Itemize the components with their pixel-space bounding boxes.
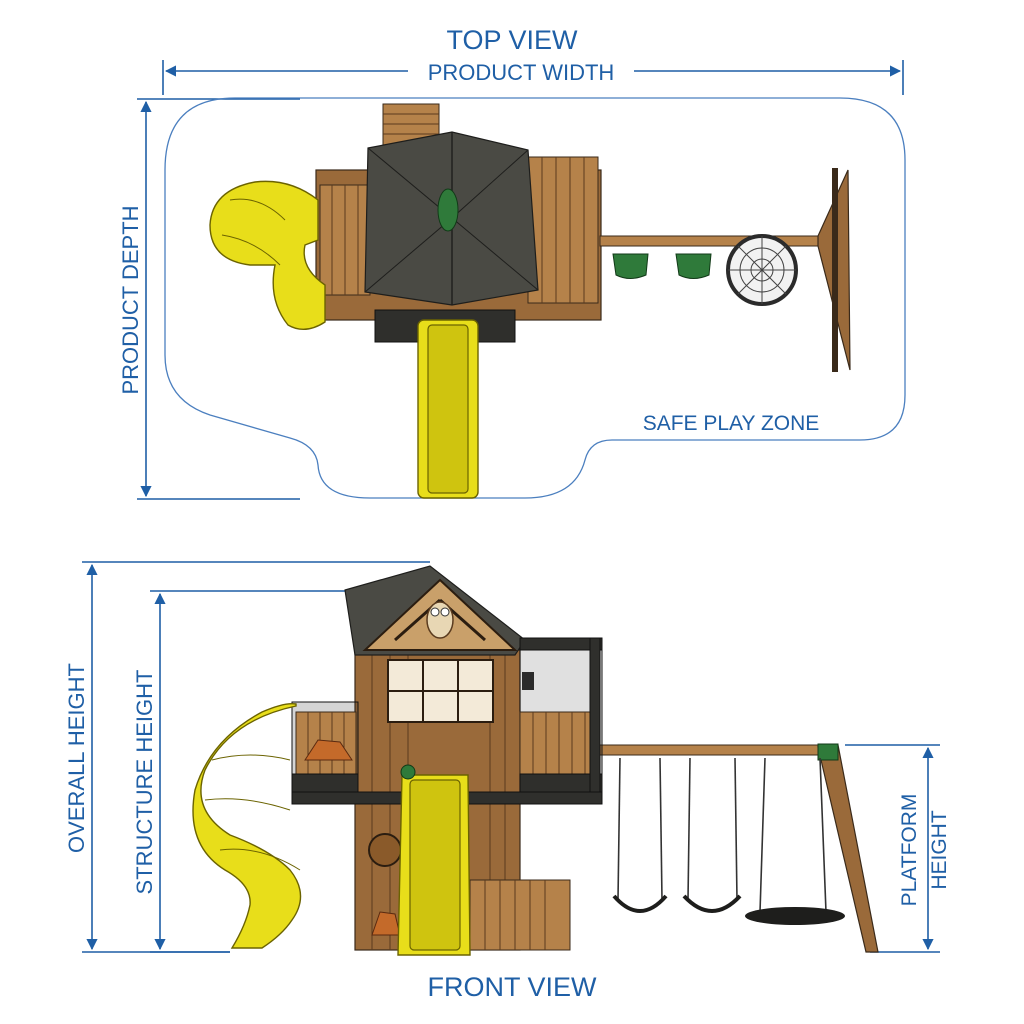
swing-beam-top [599, 235, 831, 247]
roof-vent [437, 188, 459, 232]
top-view: TOP VIEW PRODUCT WIDTH PRODUCT DEPTH SAF… [118, 25, 906, 500]
belt-swing-2-front [682, 894, 742, 913]
overall-height-dimension: OVERALL HEIGHT [64, 561, 430, 953]
belt-swing-2-top [675, 253, 712, 279]
belt-swing-1-top [612, 253, 649, 279]
fox-decoration-ground [371, 911, 401, 936]
top-view-playset [209, 103, 851, 499]
platform-height-dimension: PLATFORM HEIGHT [845, 744, 951, 953]
front-view: OVERALL HEIGHT STRUCTURE HEIGHT PLATFORM… [64, 561, 951, 1002]
front-view-playset [192, 565, 879, 956]
tube-slide-top [209, 180, 326, 330]
platform-height-label-line2: HEIGHT [928, 810, 951, 890]
structure-height-dimension: STRUCTURE HEIGHT [132, 590, 345, 953]
fox-decoration-balcony [304, 739, 353, 761]
front-view-title: FRONT VIEW [427, 972, 597, 1002]
lantern [522, 672, 534, 690]
overall-height-label: OVERALL HEIGHT [64, 663, 89, 853]
product-depth-label: PRODUCT DEPTH [118, 205, 143, 394]
swing-beam-front [597, 744, 839, 756]
porthole-window [368, 833, 402, 867]
safe-play-zone-label: SAFE PLAY ZONE [643, 412, 820, 435]
tube-slide-front [192, 702, 302, 949]
top-view-title: TOP VIEW [446, 25, 578, 55]
lower-railing [469, 879, 571, 951]
belt-swing-1-front [612, 894, 668, 913]
web-swing-top [726, 234, 798, 306]
product-width-label: PRODUCT WIDTH [428, 60, 615, 85]
product-depth-dimension: PRODUCT DEPTH [118, 98, 300, 500]
structure-height-label: STRUCTURE HEIGHT [132, 670, 157, 895]
owl-decoration [426, 601, 454, 639]
web-swing-front [745, 907, 845, 925]
product-width-dimension: PRODUCT WIDTH [162, 60, 904, 95]
platform-height-label-line1: PLATFORM [898, 794, 921, 907]
